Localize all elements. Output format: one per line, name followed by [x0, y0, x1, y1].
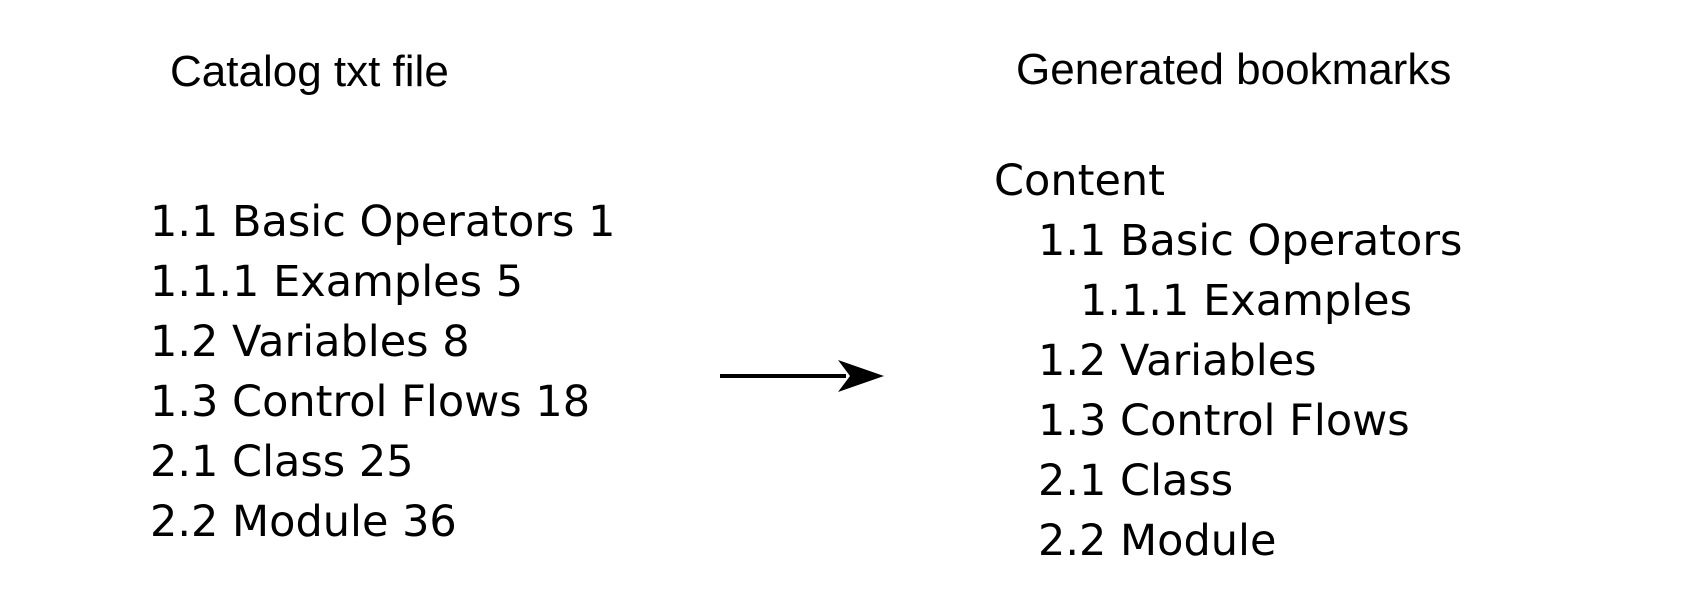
- catalog-entry: 1.1.1 Examples 5: [150, 257, 524, 307]
- bookmark-item: 1.3 Control Flows: [1038, 396, 1410, 446]
- arrow-head: [838, 360, 884, 392]
- right-arrow-icon: [720, 360, 884, 392]
- bookmarks-panel-title: Generated bookmarks: [1016, 45, 1452, 94]
- catalog-panel-title: Catalog txt file: [170, 47, 449, 96]
- bookmark-item: 2.1 Class: [1038, 456, 1234, 506]
- catalog-entry: 2.2 Module 36: [150, 497, 457, 547]
- bookmark-item: 2.2 Module: [1038, 516, 1277, 566]
- bookmark-root: Content: [994, 156, 1166, 206]
- catalog-entry: 2.1 Class 25: [150, 437, 414, 487]
- catalog-entry: 1.1 Basic Operators 1: [150, 197, 616, 247]
- catalog-entry: 1.3 Control Flows 18: [150, 377, 591, 427]
- catalog-entry: 1.2 Variables 8: [150, 317, 470, 367]
- bookmark-item-nested: 1.1.1 Examples: [1080, 276, 1413, 326]
- bookmark-item: 1.1 Basic Operators: [1038, 216, 1463, 266]
- catalog-entry-list: 1.1 Basic Operators 1 1.1.1 Examples 5 1…: [150, 192, 615, 552]
- bookmark-tree: 1.1 Basic Operators 1.1.1 Examples 1.2 V…: [1038, 211, 1462, 571]
- bookmark-item: 1.2 Variables: [1038, 336, 1317, 386]
